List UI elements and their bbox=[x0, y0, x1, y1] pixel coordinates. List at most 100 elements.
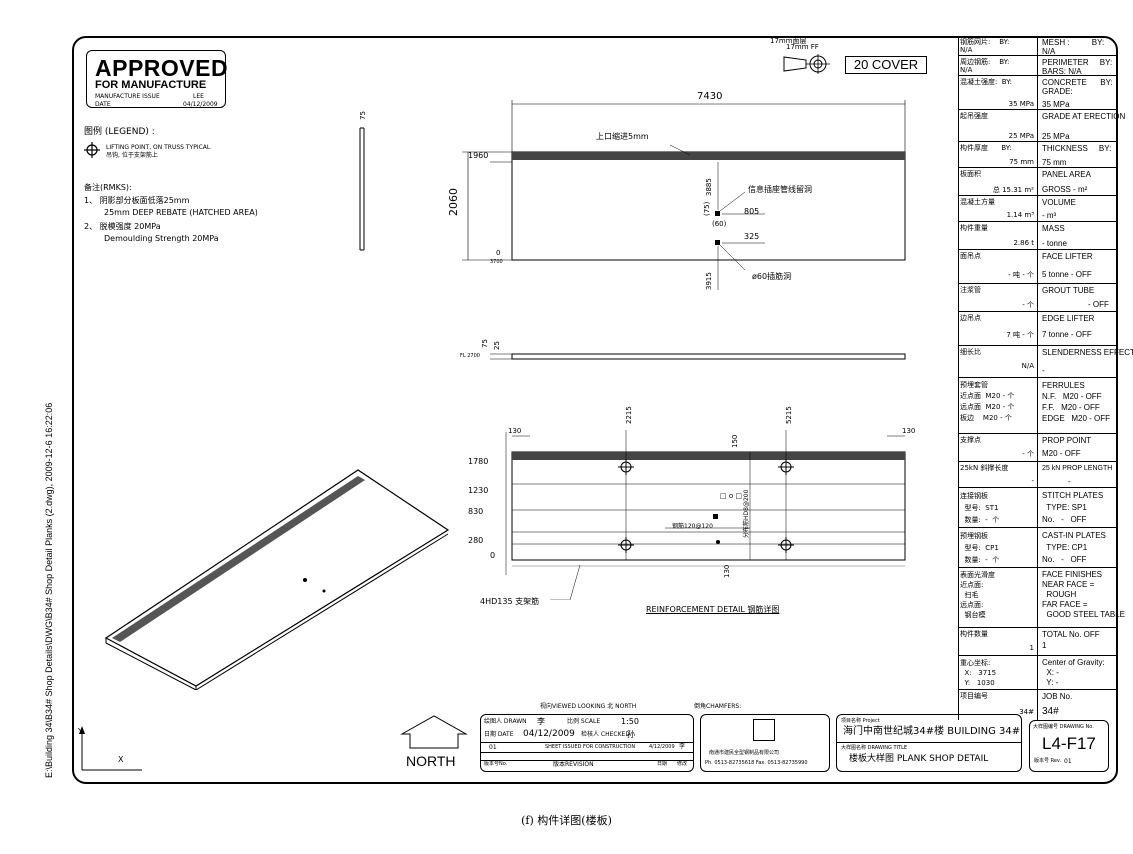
file-path-label: E:\Building 34\B34# Shop Details\DWG\B34… bbox=[44, 402, 54, 778]
scale-value: 1:50 bbox=[621, 717, 639, 726]
drawing-number-block: 大样图编号 DRAWING No. L4-F17 版本号 Rev. 01 bbox=[1029, 720, 1109, 772]
concrete-cn: 混凝土强度: BY: bbox=[960, 78, 1012, 86]
row-ferrules: 预埋套管 近点面 M20 - 个 远点面 M20 - 个 板边 M20 - 个 … bbox=[958, 378, 1118, 434]
drawing-no-label: 大样图编号 DRAWING No. bbox=[1033, 724, 1094, 730]
isometric-view bbox=[104, 469, 450, 690]
figure-caption: (f) 构件详图(楼板) bbox=[521, 814, 612, 827]
approved-date-value: 04/12/2009 bbox=[183, 101, 218, 108]
rebar-holes: □ o □ bbox=[720, 492, 742, 500]
company-phone: Ph. 0513-82735618 Fax. 0513-82735990 bbox=[705, 760, 808, 766]
prop-point-cn-value: - 个 bbox=[1022, 450, 1034, 458]
revision-block: 绘图人 DRAWN 李 比例 SCALE 1:50 日期 DATE 04/12/… bbox=[480, 714, 694, 772]
concrete-en-value: 35 MPa bbox=[1042, 100, 1070, 109]
volume-en-value: - m³ bbox=[1042, 211, 1057, 220]
area-en: PANEL AREA bbox=[1042, 170, 1091, 179]
projection-symbol-icon bbox=[783, 54, 830, 74]
slenderness-en-value: - bbox=[1042, 366, 1045, 375]
slenderness-en: SLENDERNESS EFFECT bbox=[1042, 348, 1133, 357]
grout-cn-value: - 个 bbox=[1022, 301, 1034, 309]
row-mesh: 钢筋网片: BY: N/A MESH : BY: N/A bbox=[958, 36, 1118, 56]
area-cn-value: 总 15.31 m² bbox=[992, 186, 1034, 194]
row-prop-point: 支撑点 PROP POINT - 个 M20 - OFF bbox=[958, 434, 1118, 462]
remark-2-en: Demoulding Strength 20MPa bbox=[104, 234, 219, 243]
row-grout: 注浆管 GROUT TUBE - 个 - OFF bbox=[958, 284, 1118, 312]
rebar-dim-0: 0 bbox=[490, 551, 496, 560]
grout-cn: 注浆管 bbox=[960, 286, 981, 294]
total-cn-value: 1 bbox=[1029, 644, 1034, 652]
row-concrete: 混凝土强度: BY: CONCRETE BY: GRADE: 35 MPa 35… bbox=[958, 76, 1118, 110]
plan-height-dim: 2060 bbox=[447, 188, 460, 216]
erection-en-value: 25 MPa bbox=[1042, 132, 1070, 141]
date-value: 04/12/2009 bbox=[523, 729, 575, 739]
x-axis-label: X bbox=[118, 755, 124, 764]
plan-dim-3885: 3885 bbox=[705, 178, 713, 196]
mass-cn: 构件重量 bbox=[960, 224, 988, 232]
axis-indicator-icon bbox=[79, 726, 142, 771]
checked-value: 孙 bbox=[627, 730, 635, 739]
plan-vent-note: ø60插筋洞 bbox=[752, 272, 792, 281]
cast-in-cn: 预埋钢板 型号: CP1 数量: - 个 bbox=[960, 532, 1000, 564]
section-dim-75: 75 bbox=[481, 339, 489, 348]
rebar-dim-830: 830 bbox=[468, 507, 484, 516]
row-prop-length: 25kN 斜撑长度 25 kN PROP LENGTH - - bbox=[958, 462, 1118, 488]
rev-date-label: 日期 bbox=[657, 761, 668, 767]
total-en-value: 1 bbox=[1042, 641, 1047, 650]
drawing-no-value: L4-F17 bbox=[1042, 734, 1096, 753]
concrete-cn-value: 35 MPa bbox=[1008, 100, 1034, 108]
approved-issue-by: LEE bbox=[193, 93, 204, 100]
plan-dim-325: 325 bbox=[744, 232, 760, 241]
ff-label: 17mm FF bbox=[786, 43, 819, 51]
total-cn: 构件数量 bbox=[960, 630, 988, 638]
erection-cn: 起吊强度 bbox=[960, 112, 988, 120]
ferrules-cn: 预埋套管 近点面 M20 - 个 远点面 M20 - 个 板边 M20 - 个 bbox=[960, 381, 1015, 422]
legend-title: 图例 (LEGEND) : bbox=[84, 127, 155, 137]
job-cn-value: 34# bbox=[1019, 708, 1034, 716]
finishes-cn: 表面光滑度 近点面: 扫毛 远点面: 钢台模 bbox=[960, 571, 995, 619]
gravity-cn: 重心坐标: X: 3715 Y: 1030 bbox=[960, 659, 997, 687]
prop-length-en-value: - bbox=[1068, 477, 1071, 486]
erection-en: GRADE AT ERECTION bbox=[1042, 112, 1126, 121]
stitch-cn: 连接钢板 型号: ST1 数量: - 个 bbox=[960, 492, 1000, 524]
job-cn: 项目编号 bbox=[960, 692, 988, 700]
legend-lifting-cn: 吊钩, 位于支架筋上 bbox=[106, 152, 158, 159]
mass-en: MASS bbox=[1042, 224, 1065, 233]
volume-cn-value: 1.14 m³ bbox=[1006, 211, 1034, 219]
drawing-title-label: 大样图名称 DRAWING TITLE bbox=[841, 745, 908, 751]
mass-cn-value: 2.86 t bbox=[1013, 239, 1034, 247]
company-logo bbox=[753, 719, 775, 741]
approved-date-label: DATE bbox=[95, 101, 111, 108]
plan-dim-60: (60) bbox=[712, 220, 727, 228]
plan-dim-3700: 3700 bbox=[490, 259, 503, 265]
lifting-point-icon bbox=[84, 142, 100, 158]
rebar-dim-2215: 2215 bbox=[625, 406, 633, 424]
row-job: 项目编号 JOB No. 34# 34# bbox=[958, 690, 1118, 720]
drawn-label: 绘图人 DRAWN bbox=[484, 718, 527, 725]
ferrules-en: FERRULES N.F. M20 - OFF F.F. M20 - OFF E… bbox=[1042, 381, 1111, 423]
drawing-title-value: 楼板大样图 PLANK SHOP DETAIL bbox=[849, 754, 989, 764]
prop-point-cn: 支撑点 bbox=[960, 436, 981, 444]
y-axis-label: Y bbox=[78, 727, 83, 736]
plan-dim-805: 805 bbox=[744, 207, 760, 216]
row-slenderness: 细长比 SLENDERNESS EFFECT N/A - bbox=[958, 346, 1133, 378]
rev-no: 01 bbox=[489, 744, 497, 751]
stitch-en: STITCH PLATES TYPE: SP1 No. - OFF bbox=[1042, 491, 1104, 524]
prop-point-en: PROP POINT bbox=[1042, 436, 1092, 445]
approved-title: APPROVED bbox=[95, 55, 229, 81]
thickness-cn: 构件厚度 BY: bbox=[960, 144, 1012, 152]
concrete-en: CONCRETE BY: GRADE: bbox=[1042, 78, 1113, 96]
date-label: 日期 DATE bbox=[484, 731, 514, 738]
north-label: NORTH bbox=[406, 753, 456, 769]
company-block: 南通市建民全型钢制品有限公司 Ph. 0513-82735618 Fax. 05… bbox=[700, 714, 830, 772]
company-name: 南通市建民全型钢制品有限公司 bbox=[709, 750, 780, 756]
properties-table: 钢筋网片: BY: N/A MESH : BY: N/A 周边钢筋: BY: N… bbox=[958, 36, 1133, 784]
viewed-looking: 视向VIEWED LOOKING 北 NORTH bbox=[540, 703, 637, 710]
cast-in-en: CAST-IN PLATES TYPE: CP1 No. - OFF bbox=[1042, 531, 1106, 564]
volume-en: VOLUME bbox=[1042, 198, 1076, 207]
section-level: FL 2700 bbox=[460, 353, 480, 359]
edge-lifter-en-value: 7 tonne - OFF bbox=[1042, 330, 1092, 339]
side-section-dim: 75 bbox=[359, 111, 367, 120]
remark-1-cn: 1、 阴影部分板面低落25mm bbox=[84, 196, 190, 205]
section-dim-25: 25 bbox=[493, 341, 501, 350]
drawing-frame bbox=[72, 36, 1118, 784]
rebar-vert-note: 分布筋HD8@200 bbox=[743, 489, 750, 538]
